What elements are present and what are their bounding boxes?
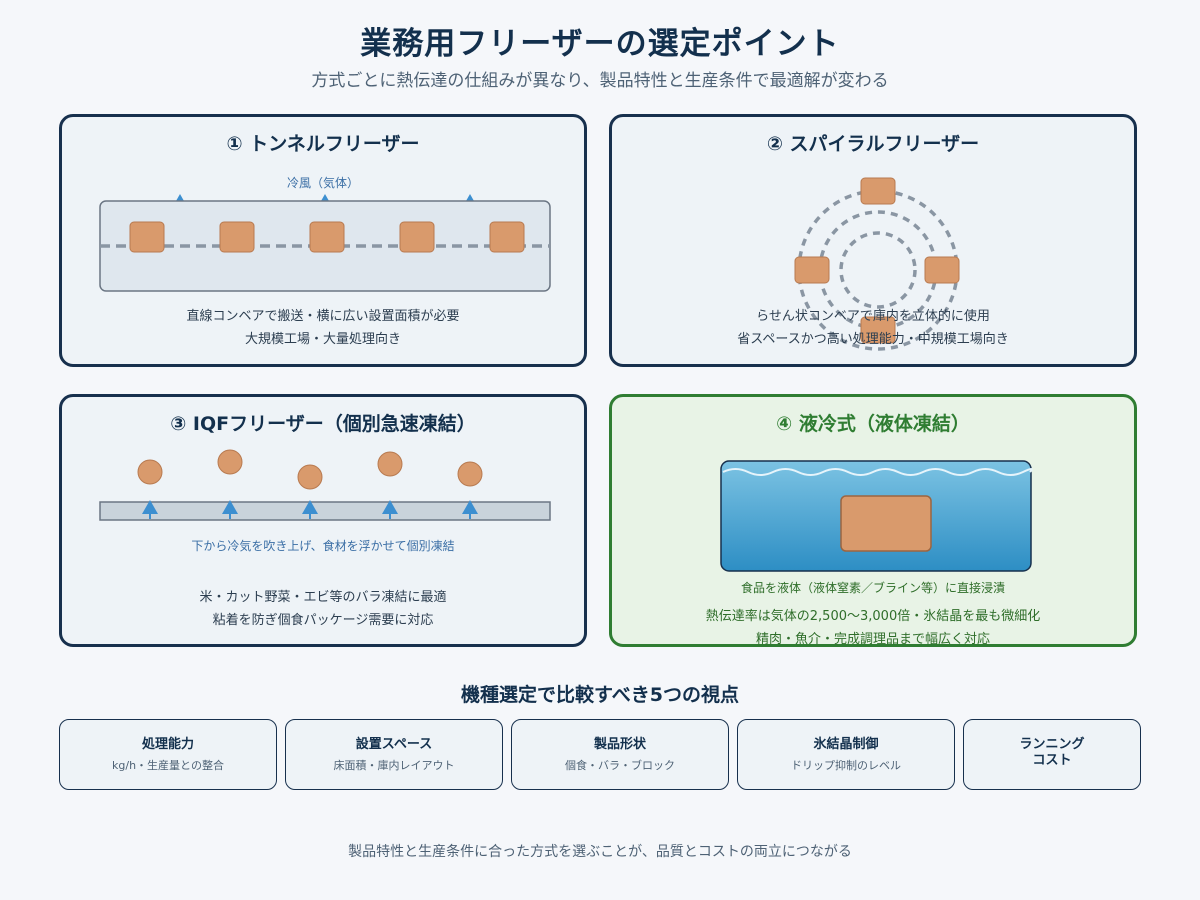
criteria-title: 処理能力 <box>141 737 194 752</box>
description-line: 粘着を防ぎ個食パッケージ需要に対応 <box>212 613 434 628</box>
food-block-icon <box>129 221 525 253</box>
description-line: 直線コンベアで搬送・横に広い設置面積が必要 <box>186 309 460 324</box>
spiral-freezer-title: ② スパイラルフリーザー <box>766 133 980 155</box>
criteria-box-space: 設置スペース 床面積・庫内レイアウト <box>285 719 503 790</box>
spiral-freezer-description: らせん状コンベアで庫内を立体的に使用 省スペースかつ高い処理能力・中規模工場向き <box>612 305 1134 351</box>
iqf-freezer-description: 米・カット野菜・エビ等のバラ凍結に最適 粘着を防ぎ個食パッケージ需要に対応 <box>62 586 584 632</box>
criteria-box-running-cost: ランニング コスト <box>963 719 1141 790</box>
description-line: 米・カット野菜・エビ等のバラ凍結に最適 <box>199 590 447 605</box>
criteria-section-title: 機種選定で比較すべき5つの視点 <box>461 684 739 706</box>
liquid-freezer-card: ④ 液冷式（液体凍結） 食品を液体（液体窒素／ブライン等）に直接浸漬 熱伝達率は… <box>609 394 1137 647</box>
spiral-freezer-diagram <box>794 177 960 351</box>
food-ball-icon <box>137 449 483 490</box>
liquid-freezer-description: 熱伝達率は気体の2,500〜3,000倍・氷結晶を最も微細化 精肉・魚介・完成調… <box>612 605 1134 651</box>
cold-air-label: 冷風（気体） <box>286 176 359 190</box>
criteria-box-ice-crystal: 氷結晶制御 ドリップ抑制のレベル <box>737 719 955 790</box>
tunnel-freezer-card: ① トンネルフリーザー 冷風（気体） 直線コンベアで搬送・横に広い設置面積が必要… <box>59 114 587 367</box>
criteria-subtitle: ドリップ抑制のレベル <box>791 759 901 772</box>
description-line: 熱伝達率は気体の2,500〜3,000倍・氷結晶を最も微細化 <box>705 609 1041 624</box>
liquid-freezer-diagram <box>720 460 1033 572</box>
immersed-food-block-icon <box>840 495 932 552</box>
spiral-freezer-card: ② スパイラルフリーザー らせん状コンベアで庫内を立体的に使用 省スペースかつ高… <box>609 114 1137 367</box>
criteria-title: 氷結晶制御 <box>813 737 879 752</box>
immersion-label: 食品を液体（液体窒素／ブライン等）に直接浸漬 <box>740 581 1005 595</box>
iqf-freezer-card: ③ IQFフリーザー（個別急速凍結） 下から冷気を吹き上げ、食材を浮かせて個別凍… <box>59 394 587 647</box>
updraft-arrow-icon <box>142 500 478 519</box>
page-subtitle: 方式ごとに熱伝達の仕組みが異なり、製品特性と生産条件で最適解が変わる <box>311 71 889 91</box>
page-title: 業務用フリーザーの選定ポイント <box>360 26 840 62</box>
iqf-freezer-title: ③ IQFフリーザー（個別急速凍結） <box>170 413 476 435</box>
criteria-title: 製品形状 <box>593 737 646 752</box>
liquid-freezer-title: ④ 液冷式（液体凍結） <box>776 413 970 435</box>
updraft-label: 下から冷気を吹き上げ、食材を浮かせて個別凍結 <box>191 539 455 553</box>
description-line: らせん状コンベアで庫内を立体的に使用 <box>756 309 990 324</box>
iqf-freezer-diagram <box>99 449 551 521</box>
description-line: 省スペースかつ高い処理能力・中規模工場向き <box>737 332 1009 347</box>
criteria-box-capacity: 処理能力 kg/h・生産量との整合 <box>59 719 277 790</box>
criteria-subtitle: 床面積・庫内レイアウト <box>333 759 455 772</box>
food-block-icon <box>794 177 960 344</box>
liquid-surface <box>722 468 1033 476</box>
description-line: 精肉・魚介・完成調理品まで幅広く対応 <box>755 632 990 647</box>
tunnel-freezer-diagram <box>99 194 551 292</box>
description-line: 大規模工場・大量処理向き <box>244 332 401 347</box>
iqf-conveyor-bed <box>99 501 551 521</box>
criteria-subtitle: 個食・バラ・ブロック <box>565 759 675 772</box>
tunnel-freezer-description: 直線コンベアで搬送・横に広い設置面積が必要 大規模工場・大量処理向き <box>62 305 584 351</box>
criteria-title: ランニング コスト <box>1019 737 1085 768</box>
tunnel-freezer-title: ① トンネルフリーザー <box>226 133 420 155</box>
criteria-subtitle: kg/h・生産量との整合 <box>112 759 224 772</box>
footer-note: 製品特性と生産条件に合った方式を選ぶことが、品質とコストの両立につながる <box>348 844 852 860</box>
criteria-box-shape: 製品形状 個食・バラ・ブロック <box>511 719 729 790</box>
criteria-title: 設置スペース <box>355 737 433 752</box>
